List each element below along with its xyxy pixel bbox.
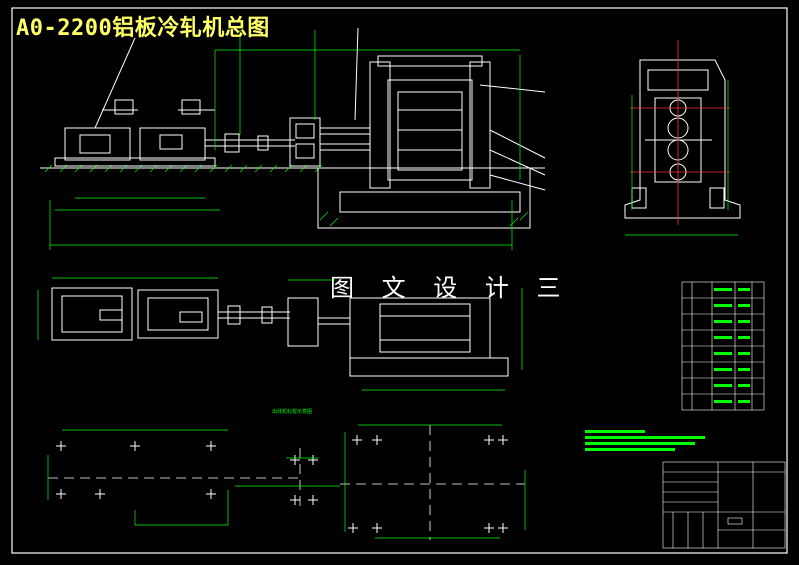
side-section-view [624, 59, 741, 219]
foundation-plan-right [340, 425, 525, 540]
drawing-title: A0-2200铝板冷轧机总图 [16, 16, 270, 41]
anchor-bolt-marks [56, 435, 508, 533]
front-elevation-dimensions [49, 30, 521, 250]
section-note-label: 出线机轧辊示意图 [272, 409, 313, 415]
foundation-plan-left [48, 448, 301, 510]
title-block [662, 461, 786, 549]
watermark-text: 图 文 设 计 三 [330, 274, 571, 302]
technical-notes-block [585, 430, 705, 451]
plan-view-dimensions [37, 277, 523, 391]
plan-view [51, 287, 509, 377]
side-section-centerlines [630, 40, 730, 225]
side-section-dimensions [625, 80, 738, 236]
foundation-plan-dimensions [47, 424, 526, 539]
parts-list-entries [714, 288, 750, 403]
front-elevation-view [40, 27, 546, 229]
parts-list-table [681, 281, 765, 411]
drawing-frame [11, 7, 788, 554]
